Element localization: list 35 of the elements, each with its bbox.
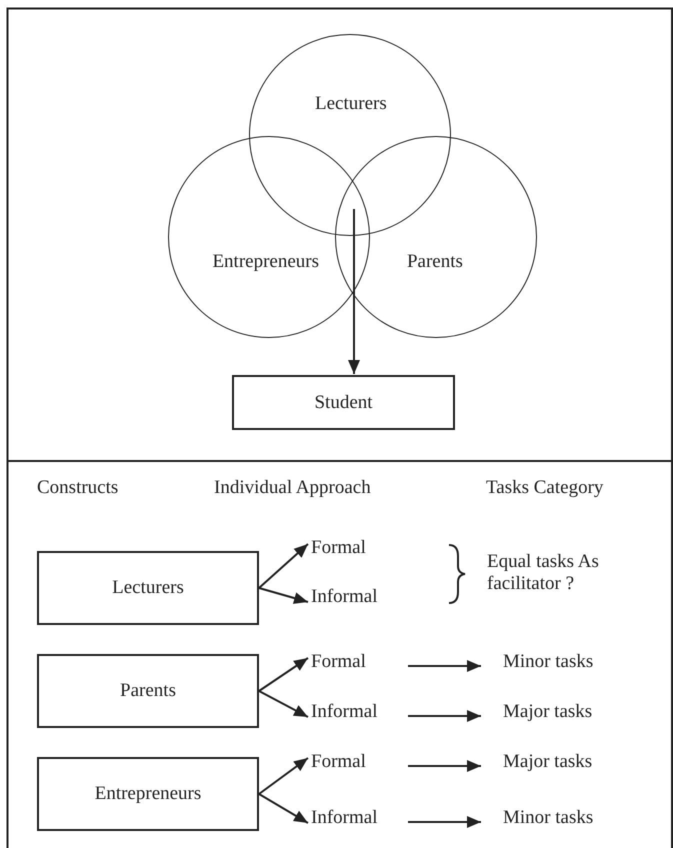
arrow bbox=[348, 209, 360, 374]
arrow bbox=[408, 710, 481, 722]
arrow bbox=[258, 587, 308, 604]
column-heading: Constructs bbox=[37, 477, 118, 499]
arrow bbox=[258, 690, 308, 718]
arrow bbox=[258, 793, 309, 824]
circle-label: Parents bbox=[406, 251, 463, 274]
approach-label: Formal bbox=[311, 651, 366, 673]
circle-label: Entrepreneurs bbox=[212, 251, 320, 274]
approach-label: Informal bbox=[311, 586, 378, 608]
column-heading: Tasks Category bbox=[486, 477, 604, 499]
process-box: Student bbox=[232, 375, 455, 430]
task-category-label: Minor tasks bbox=[503, 807, 594, 829]
approach-label: Formal bbox=[311, 537, 366, 559]
venn-circle bbox=[168, 136, 370, 338]
circle-label: Lecturers bbox=[315, 92, 387, 115]
arrow bbox=[258, 757, 309, 795]
approach-label: Formal bbox=[311, 751, 366, 773]
column-heading: Individual Approach bbox=[214, 477, 371, 499]
task-category-label: Major tasks bbox=[503, 701, 592, 723]
arrow bbox=[258, 543, 309, 589]
arrow bbox=[408, 760, 481, 772]
arrow bbox=[258, 657, 309, 692]
task-category-label: Minor tasks bbox=[503, 651, 594, 673]
task-category-label: Major tasks bbox=[503, 751, 592, 773]
venn-circle bbox=[335, 136, 537, 338]
approach-label: Informal bbox=[311, 701, 378, 723]
note-text: Equal tasks As facilitator ? bbox=[487, 551, 599, 595]
construct-box: Parents bbox=[37, 654, 259, 728]
venn-circle bbox=[249, 34, 451, 236]
approach-label: Informal bbox=[311, 807, 378, 829]
construct-box: Lecturers bbox=[37, 551, 259, 625]
construct-box: Entrepreneurs bbox=[37, 757, 259, 831]
arrow bbox=[408, 660, 481, 672]
arrow bbox=[408, 816, 481, 828]
